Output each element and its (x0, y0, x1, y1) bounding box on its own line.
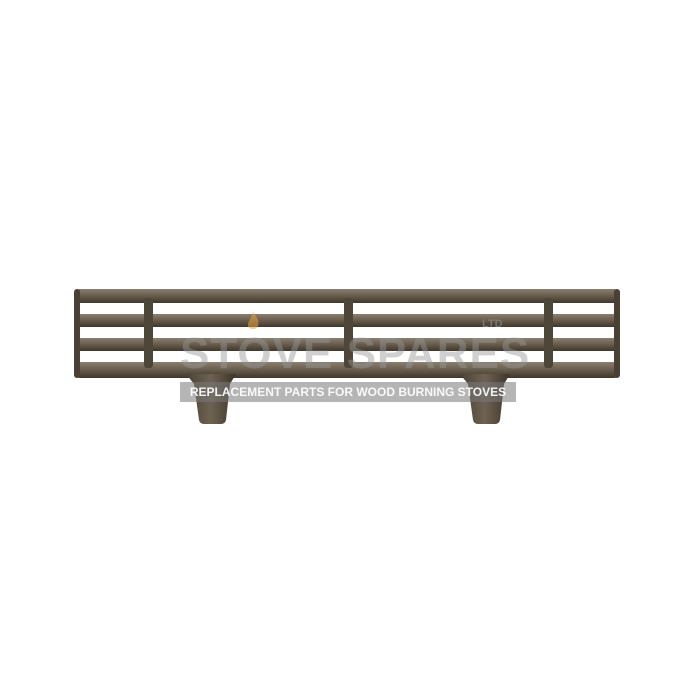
watermark-brand: STOVE SPARES (180, 329, 531, 378)
watermark-tagline: REPLACEMENT PARTS FOR WOOD BURNING STOVE… (189, 385, 507, 399)
grate-divider (544, 298, 553, 368)
flame-icon (247, 312, 259, 329)
grate-end-left (74, 289, 80, 378)
grate-end-right (614, 289, 620, 378)
grate-divider (344, 298, 353, 368)
watermark-band (180, 382, 516, 402)
grate-divider (144, 298, 153, 368)
watermark-ltd: LTD (482, 318, 503, 330)
grate-bar (74, 289, 620, 303)
